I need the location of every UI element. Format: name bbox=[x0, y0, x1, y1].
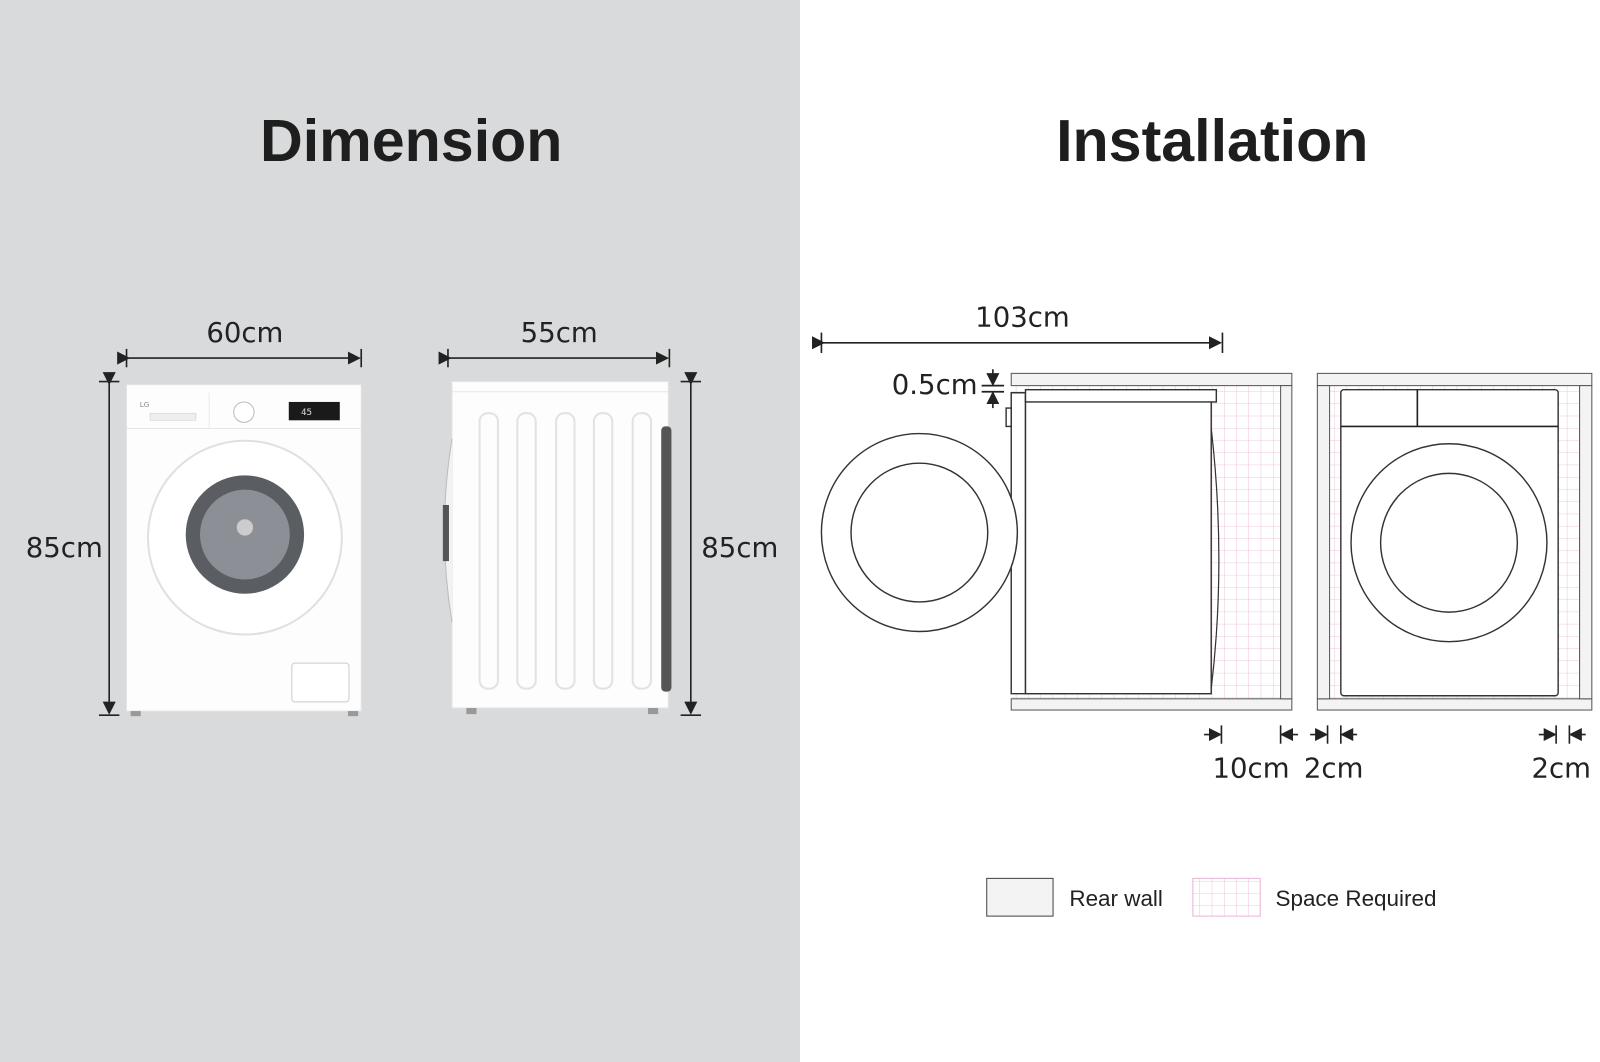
side-gap-arrows-1 bbox=[1310, 725, 1358, 744]
side-gap-arrows-2 bbox=[1538, 725, 1586, 744]
legend-swatch-rear-wall bbox=[986, 877, 1054, 917]
top-gap-label: 0.5cm bbox=[892, 369, 978, 401]
depth-dimension-line bbox=[438, 348, 671, 368]
washer-side-view bbox=[442, 381, 672, 715]
legend: Rear wall Space Required bbox=[986, 877, 1437, 917]
height-label-side: 85cm bbox=[701, 532, 778, 564]
filter-cover bbox=[291, 662, 350, 703]
total-depth-label: 103cm bbox=[975, 301, 1070, 333]
detergent-drawer bbox=[149, 412, 197, 421]
installation-front-view bbox=[1316, 372, 1593, 711]
display-value: 45 bbox=[301, 407, 312, 418]
top-gap-arrows bbox=[981, 369, 1005, 409]
side-gap-label-1: 2cm bbox=[1304, 752, 1363, 784]
width-dimension-line bbox=[117, 348, 363, 368]
legend-swatch-space-required bbox=[1192, 877, 1261, 917]
rear-gap-label: 10cm bbox=[1213, 752, 1290, 784]
side-gap-label-2: 2cm bbox=[1531, 752, 1590, 784]
washer-front-view: LG 45 bbox=[126, 384, 362, 717]
rear-wall bbox=[1280, 385, 1293, 700]
program-dial bbox=[233, 401, 255, 423]
floor bbox=[1010, 698, 1293, 711]
legend-label-space-required: Space Required bbox=[1276, 886, 1437, 911]
open-door-inner bbox=[850, 462, 989, 603]
installation-side-view bbox=[820, 372, 1293, 711]
total-depth-dimension-line bbox=[812, 332, 1224, 353]
legend-label-rear-wall: Rear wall bbox=[1069, 886, 1163, 911]
width-label: 60cm bbox=[206, 317, 283, 349]
left-side-wall bbox=[1316, 385, 1331, 700]
dimension-title: Dimension bbox=[260, 107, 562, 174]
height-dimension-line-front bbox=[98, 372, 120, 716]
installation-title: Installation bbox=[1056, 107, 1368, 174]
lg-logo: LG bbox=[140, 400, 150, 409]
height-label-front: 85cm bbox=[26, 532, 103, 564]
display-panel bbox=[288, 401, 340, 421]
depth-label: 55cm bbox=[521, 317, 598, 349]
rear-gap-arrows bbox=[1204, 725, 1298, 744]
top-wall bbox=[1010, 372, 1293, 387]
right-side-wall bbox=[1579, 385, 1593, 700]
height-dimension-line-side bbox=[680, 372, 702, 716]
